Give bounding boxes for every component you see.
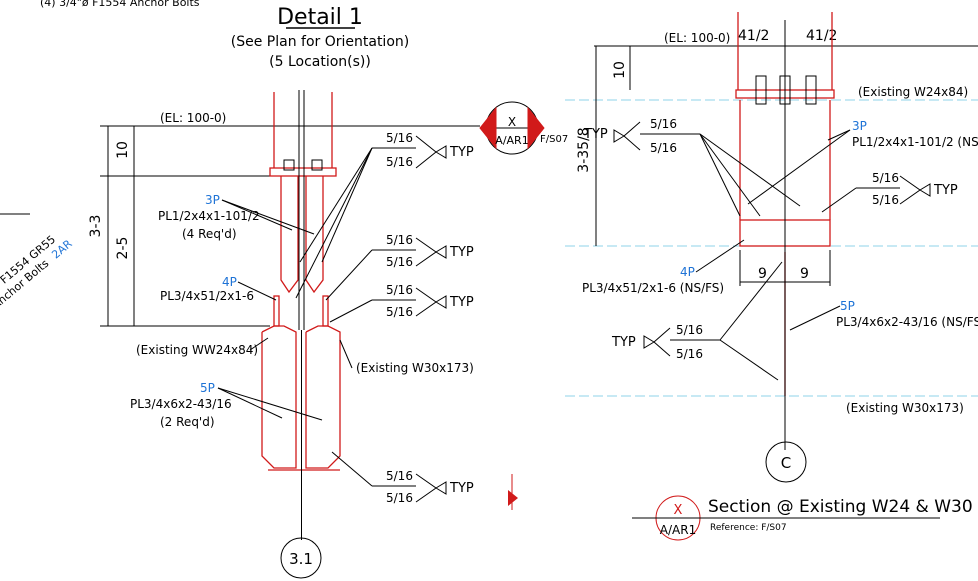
section-title-block: X A/AR1 Section @ Existing W24 & W30 Ref… bbox=[632, 495, 973, 541]
section-reference: Reference: F/S07 bbox=[710, 523, 787, 533]
right-existing-bottom: (Existing W30x173) bbox=[846, 401, 964, 415]
left-weld-4 bbox=[331, 451, 447, 503]
left-weld-1 bbox=[295, 135, 447, 299]
left-mark-5p: 5P bbox=[200, 381, 215, 395]
left-edge-text: (4) 3/4"ø F1554 Anchor Bolts 1 1"ø F1554… bbox=[0, 0, 200, 312]
svg-text:5/16: 5/16 bbox=[650, 117, 677, 131]
left-pl-3p: PL1/2x4x1-101/2 bbox=[158, 209, 260, 223]
right-mark-5p: 5P bbox=[840, 299, 855, 313]
detail-title: Detail 1 bbox=[277, 5, 363, 30]
left-dim-top: 10 bbox=[115, 141, 131, 159]
left-view: (EL: 100-0) 3-3 10 2-5 bbox=[88, 90, 568, 579]
svg-text:TYP: TYP bbox=[449, 481, 474, 496]
svg-text:5/16: 5/16 bbox=[386, 131, 413, 145]
left-mark-3p: 3P bbox=[205, 193, 220, 207]
svg-text:3-35/8: 3-35/8 bbox=[576, 127, 592, 172]
left-pl-4p: PL3/4x51/2x1-6 bbox=[160, 289, 254, 303]
svg-text:A/AR1: A/AR1 bbox=[495, 134, 528, 147]
grid-bubble-3-1 bbox=[280, 537, 322, 579]
svg-text:F/S07: F/S07 bbox=[540, 134, 568, 145]
svg-text:41/2: 41/2 bbox=[738, 28, 769, 44]
left-weld-3 bbox=[329, 287, 447, 323]
right-pl-5p: PL3/4x6x2-43/16 (NS/FS) bbox=[836, 315, 978, 329]
svg-text:5/16: 5/16 bbox=[650, 141, 677, 155]
detail-subtitle-1: (See Plan for Orientation) bbox=[231, 34, 409, 50]
left-weld-2 bbox=[325, 237, 447, 301]
right-pl-4p: PL3/4x51/2x1-6 (NS/FS) bbox=[582, 281, 724, 295]
svg-text:TYP: TYP bbox=[933, 183, 958, 198]
left-dim-mid: 2-5 bbox=[115, 237, 131, 260]
section-title: Section @ Existing W24 & W30 bbox=[708, 497, 973, 517]
right-mark-4p: 4P bbox=[680, 265, 695, 279]
svg-text:TYP: TYP bbox=[449, 295, 474, 310]
svg-text:X: X bbox=[674, 503, 683, 518]
left-pl-3p-qty: (4 Req'd) bbox=[182, 227, 237, 241]
left-existing-left: (Existing WW24x84) bbox=[136, 343, 258, 357]
svg-text:5/16: 5/16 bbox=[386, 155, 413, 169]
section-callout bbox=[479, 101, 545, 155]
svg-text:5/16: 5/16 bbox=[872, 171, 899, 185]
svg-text:5/16: 5/16 bbox=[386, 491, 413, 505]
left-mark-4p: 4P bbox=[222, 275, 237, 289]
svg-text:5/16: 5/16 bbox=[386, 305, 413, 319]
svg-text:5/16: 5/16 bbox=[676, 323, 703, 337]
svg-text:5/16: 5/16 bbox=[386, 469, 413, 483]
svg-text:TYP: TYP bbox=[449, 245, 474, 260]
grid-bubble-c bbox=[765, 441, 807, 483]
top-note: (4) 3/4"ø F1554 Anchor Bolts bbox=[40, 0, 200, 9]
right-existing-top: (Existing W24x84) bbox=[858, 85, 968, 99]
right-mark-3p: 3P bbox=[852, 119, 867, 133]
svg-text:9: 9 bbox=[758, 266, 767, 282]
svg-text:X: X bbox=[508, 115, 516, 129]
right-pl-3p: PL1/2x4x1-101/2 (NS/FS) bbox=[852, 135, 978, 149]
grid-label-3-1: 3.1 bbox=[289, 550, 313, 568]
svg-text:5/16: 5/16 bbox=[386, 255, 413, 269]
svg-text:5/16: 5/16 bbox=[872, 193, 899, 207]
detail-subtitle-2: (5 Location(s)) bbox=[269, 54, 371, 70]
left-existing-right: (Existing W30x173) bbox=[356, 361, 474, 375]
left-pl-5p-qty: (2 Req'd) bbox=[160, 415, 215, 429]
svg-text:5/16: 5/16 bbox=[386, 283, 413, 297]
right-elevation: (EL: 100-0) bbox=[664, 31, 730, 45]
detail-title-block: Detail 1 (See Plan for Orientation) (5 L… bbox=[231, 5, 409, 70]
svg-text:5/16: 5/16 bbox=[386, 233, 413, 247]
right-view: (EL: 100-0) 10 3-35/8 41/2 41/2 9 9 (Exi… bbox=[576, 12, 978, 483]
svg-text:5/16: 5/16 bbox=[676, 347, 703, 361]
svg-text:A/AR1: A/AR1 bbox=[660, 523, 696, 537]
left-elevation: (EL: 100-0) bbox=[160, 111, 226, 125]
left-pl-5p: PL3/4x6x2-43/16 bbox=[130, 397, 232, 411]
left-dim-total: 3-3 bbox=[88, 215, 104, 238]
grid-label-c: C bbox=[781, 454, 791, 472]
svg-text:TYP: TYP bbox=[449, 145, 474, 160]
svg-text:9: 9 bbox=[800, 266, 809, 282]
svg-text:TYP: TYP bbox=[583, 127, 608, 142]
svg-text:TYP: TYP bbox=[611, 335, 636, 350]
svg-text:41/2: 41/2 bbox=[806, 28, 837, 44]
grid-lines bbox=[565, 99, 978, 397]
svg-text:10: 10 bbox=[612, 61, 628, 79]
